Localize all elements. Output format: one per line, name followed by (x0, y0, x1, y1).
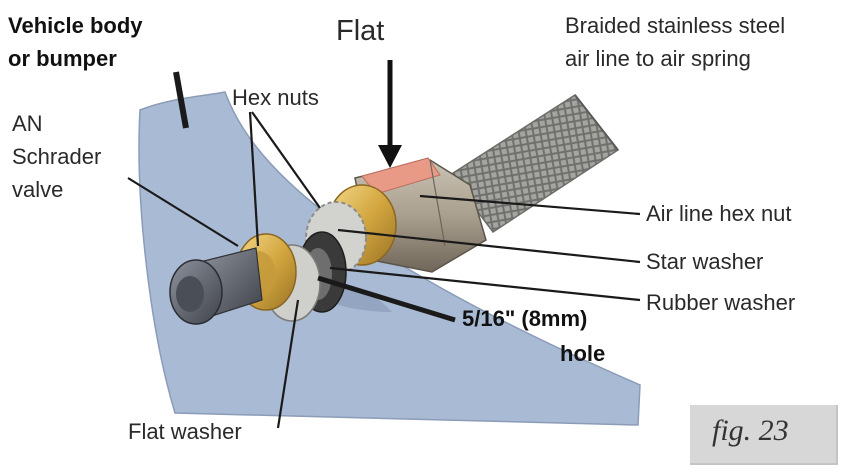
leader-an-valve (127, 177, 239, 247)
leader-vehicle-body (173, 71, 189, 129)
label-vehicle-body-line1: Vehicle body (8, 13, 143, 38)
leader-rubber-washer (329, 266, 641, 302)
label-an-line3: valve (12, 177, 64, 202)
leader-flat-washer (276, 299, 300, 429)
label-air-line-hex-nut: Air line hex nut (646, 201, 792, 226)
leader-air-line-hex-nut (419, 194, 641, 216)
figure-caption-box: fig. 23 (690, 405, 838, 465)
label-an-line1: AN (12, 111, 43, 136)
label-hex-nuts: Hex nuts (232, 85, 319, 110)
leader-hex-nut-2 (251, 111, 321, 209)
label-rubber-washer: Rubber washer (646, 290, 796, 315)
label-star-washer: Star washer (646, 249, 764, 274)
label-hole-size: 5/16" (8mm) (462, 306, 588, 331)
label-an-line2: Schrader (12, 144, 102, 169)
label-flat: Flat (336, 15, 385, 47)
label-flat-washer: Flat washer (128, 419, 242, 444)
figure-caption: fig. 23 (712, 414, 789, 447)
label-braided-line2: air line to air spring (565, 46, 751, 71)
leader-star-washer (337, 228, 641, 264)
leader-hole (317, 275, 456, 323)
flat-arrow-head (378, 145, 402, 168)
label-braided-line1: Braided stainless steel (565, 13, 786, 38)
leader-hex-nut-1 (248, 111, 260, 247)
label-hole: hole (560, 341, 606, 366)
label-vehicle-body-line2: or bumper (8, 46, 117, 71)
